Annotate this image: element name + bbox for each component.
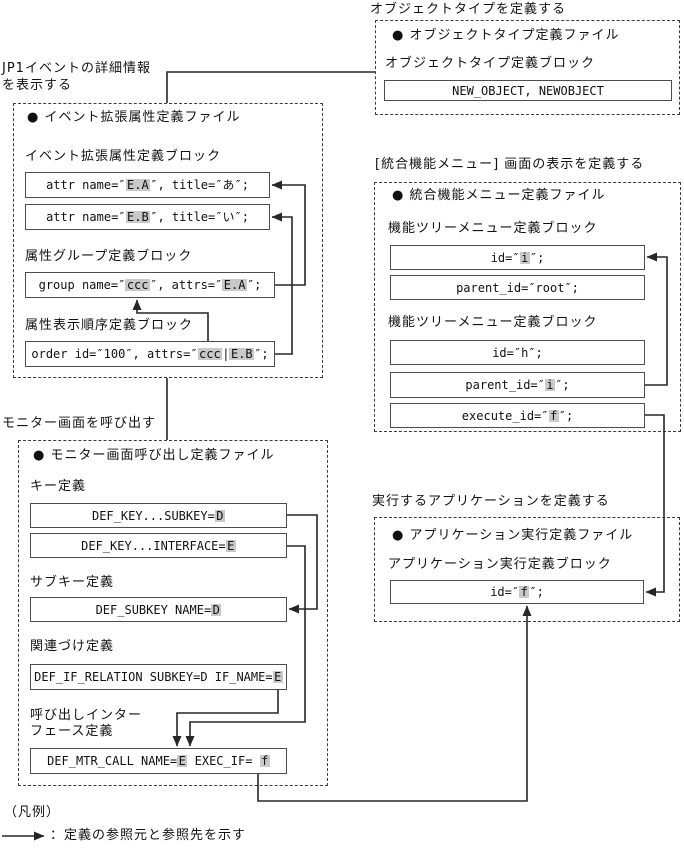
code-text: ″; — [254, 347, 269, 361]
code-text: DEF_MTR_CALL NAME= — [47, 754, 178, 768]
code-highlight: D — [211, 602, 222, 617]
code-text: EXEC_IF= — [187, 754, 260, 768]
code-highlight: ccc — [197, 347, 223, 361]
code-text: id=″h″; — [492, 345, 543, 360]
menu-file-title: ● 統合機能メニュー定義ファイル — [392, 188, 606, 203]
event-attr-block2-label: 属性グループ定義ブロック — [25, 249, 193, 264]
code-new-object: NEW_OBJECT, NEWOBJECT — [384, 80, 672, 101]
code-text: id=″ — [490, 250, 520, 265]
app-block-label: アプリケーション実行定義ブロック — [388, 557, 612, 572]
legend-title: （凡例） — [4, 805, 61, 820]
code-text: ″, attrs=″ — [150, 278, 223, 292]
code-highlight: f — [519, 585, 530, 599]
menu-file-box — [374, 182, 681, 432]
code-text: ″; — [558, 408, 574, 423]
object-type-caption: オブジェクトタイプを定義する — [370, 2, 567, 17]
menu-block2-label: 機能ツリーメニュー定義ブロック — [388, 315, 598, 330]
code-defifrelation: DEF_IF_RELATION SUBKEY=D IF_NAME=E — [30, 664, 287, 690]
event-attr-block1-label: イベント拡張属性定義ブロック — [25, 149, 222, 164]
app-file-title: ● アプリケーション実行定義ファイル — [392, 528, 634, 543]
code-highlight: ccc — [125, 278, 150, 292]
code-highlight: E.A — [125, 178, 151, 192]
monitor-call-label-line1: 呼び出しインター — [30, 708, 143, 723]
event-section-caption-line1: JP1イベントの詳細情報 — [2, 61, 151, 76]
legend-arrow-meaning: ：定義の参照元と参照先を示す — [50, 828, 247, 843]
code-highlight: E.A — [222, 278, 247, 292]
code-text: DEF_IF_RELATION SUBKEY=D IF_NAME= — [34, 670, 273, 684]
code-text: ″; — [529, 250, 545, 265]
event-attr-file-title: ● イベント拡張属性定義ファイル — [27, 110, 241, 125]
code-highlight: E.B — [229, 347, 255, 361]
connector-event-to-objecttype — [166, 71, 375, 103]
code-parent-root: parent_id=″root″; — [390, 275, 645, 300]
code-highlight: E — [272, 670, 283, 684]
code-id-h: id=″h″; — [390, 340, 645, 365]
monitor-key-label: キー定義 — [30, 479, 87, 494]
code-text: attr name=″ — [46, 178, 126, 192]
menu-caption: [統合機能メニュー] 画面の表示を定義する — [375, 157, 645, 172]
code-highlight: E.B — [125, 210, 151, 224]
code-defkey-interface: DEF_KEY...INTERFACE=E — [30, 533, 287, 558]
code-highlight: D — [214, 508, 226, 523]
code-defsubkey: DEF_SUBKEY NAME=D — [30, 597, 287, 622]
code-highlight: i — [519, 250, 530, 265]
code-text: order id=″100″, attrs=″ — [31, 347, 198, 361]
event-attr-file-box — [13, 103, 323, 378]
code-text: DEF_SUBKEY NAME= — [95, 602, 212, 617]
code-text: parent_id=″ — [465, 378, 545, 392]
code-text: parent_id=″root″; — [456, 280, 579, 295]
code-attr-ea: attr name=″E.A″, title=″あ″; — [25, 172, 270, 198]
code-highlight: E — [177, 754, 188, 768]
monitor-subkey-label: サブキー定義 — [30, 575, 115, 590]
code-highlight: f — [259, 754, 270, 768]
code-text: NEW_OBJECT, NEWOBJECT — [452, 83, 604, 98]
event-section-caption-line2: を表示する — [2, 78, 73, 93]
monitor-relation-label: 関連づけ定義 — [30, 639, 115, 654]
event-attr-block3-label: 属性表示順序定義ブロック — [25, 318, 194, 333]
code-text: DEF_KEY...SUBKEY= — [91, 508, 215, 523]
code-order: order id=″100″, attrs=″ccc|E.B″; — [25, 341, 275, 367]
code-attr-eb: attr name=″E.B″, title=″い″; — [25, 204, 270, 230]
code-id-i: id=″i″; — [390, 245, 645, 270]
code-text: group name=″ — [38, 278, 126, 292]
menu-block1-label: 機能ツリーメニュー定義ブロック — [388, 221, 598, 236]
code-execute-f: execute_id=″f″; — [390, 403, 645, 428]
code-highlight: i — [544, 378, 556, 392]
code-text: ″; — [529, 585, 544, 599]
code-text: ″; — [555, 378, 570, 392]
object-type-file-title: ● オブジェクトタイプ定義ファイル — [392, 28, 620, 43]
code-group: group name=″ccc″, attrs=″E.A″; — [25, 272, 275, 298]
monitor-file-title: ● モニター画面呼び出し定義ファイル — [33, 448, 275, 463]
object-type-file-box — [375, 20, 680, 115]
code-text: ″, title=″い″; — [150, 210, 249, 224]
code-defkey-subkey: DEF_KEY...SUBKEY=D — [30, 503, 287, 528]
code-defmtrcall: DEF_MTR_CALL NAME=E EXEC_IF= f — [30, 748, 287, 774]
code-text: id=″ — [490, 585, 520, 599]
code-highlight: f — [548, 408, 559, 423]
code-text: ″, title=″あ″; — [150, 178, 249, 192]
monitor-caption: モニター画面を呼び出す — [2, 416, 157, 431]
monitor-call-label-line2: フェース定義 — [30, 724, 114, 739]
code-parent-i: parent_id=″i″; — [390, 372, 645, 398]
code-text: DEF_KEY...INTERFACE= — [81, 538, 226, 553]
app-caption: 実行するアプリケーションを定義する — [372, 494, 610, 509]
object-type-block-label: オブジェクトタイプ定義ブロック — [385, 56, 596, 71]
code-text: execute_id=″ — [461, 408, 549, 423]
code-text: ″; — [246, 278, 262, 292]
code-text: attr name=″ — [46, 210, 126, 224]
code-text: | — [222, 347, 230, 361]
code-id-f: id=″f″; — [390, 580, 644, 604]
code-highlight: E — [225, 538, 236, 553]
